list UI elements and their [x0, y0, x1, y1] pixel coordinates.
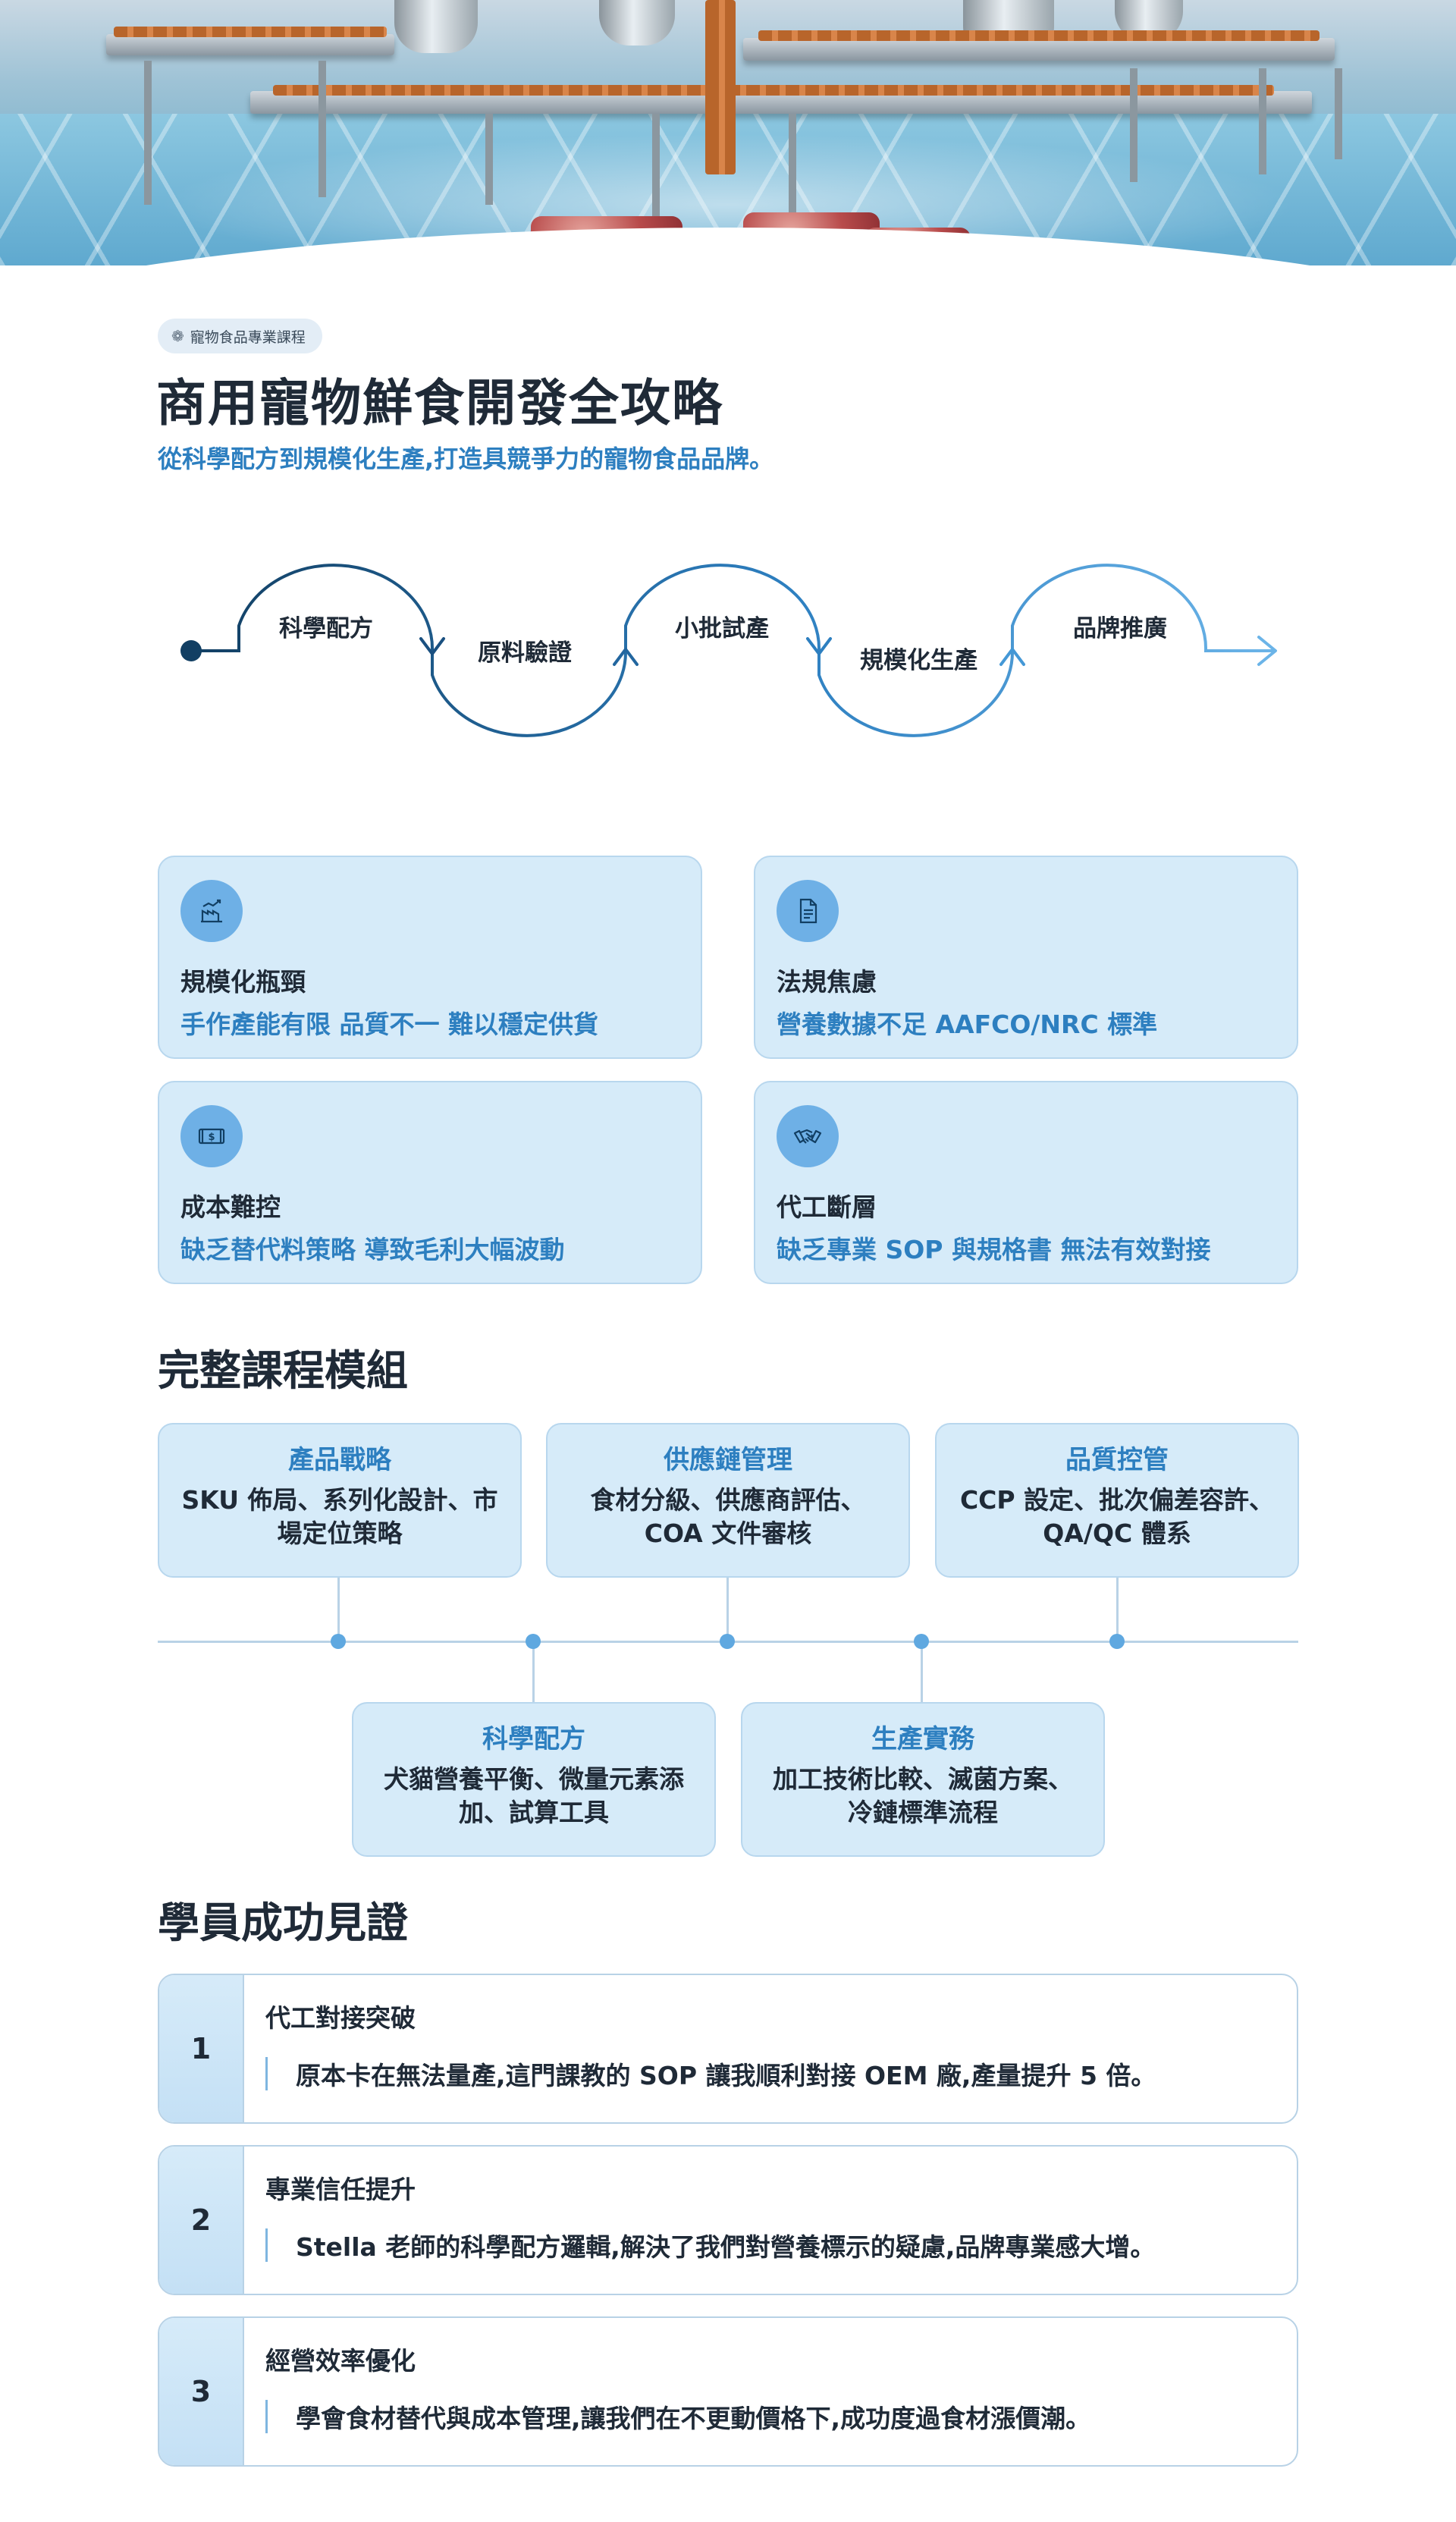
process-flow-curve — [180, 564, 1277, 737]
testimonial-quote: 學會食材替代與成本管理,讓我們在不更動價格下,成功度過食材漲價潮。 — [296, 2404, 1091, 2433]
flow-end-arrow — [1257, 636, 1277, 666]
handshake-icon — [777, 1105, 839, 1167]
hero-image — [0, 0, 1456, 265]
quote-bar — [265, 2228, 268, 2262]
timeline-dot — [331, 1634, 346, 1649]
pain-desc: 缺乏專業 SOP 與規格書 無法有效對接 — [777, 1235, 1211, 1264]
testimonial-number: 2 — [159, 2147, 244, 2294]
money-icon: $ — [180, 1105, 243, 1167]
pain-desc: 手作產能有限 品質不一 難以穩定供貨 — [180, 1010, 598, 1039]
module-title: 生產實務 — [871, 1724, 974, 1754]
pain-title: 成本難控 — [180, 1192, 281, 1222]
timeline-dot — [1109, 1634, 1125, 1649]
pain-card-cost: $ 成本難控 缺乏替代料策略 導致毛利大幅波動 — [158, 1081, 702, 1284]
module-title: 科學配方 — [482, 1724, 585, 1754]
document-icon — [777, 880, 839, 942]
pain-title: 法規焦慮 — [777, 967, 877, 997]
flow-arrow-1 — [419, 637, 445, 655]
page-title: 商用寵物鮮食開發全攻略 — [156, 374, 723, 432]
flow-step-label: 原料驗證 — [478, 639, 572, 667]
module-card: 生產實務 加工技術比較、滅菌方案、冷鏈標準流程 — [741, 1702, 1105, 1857]
timeline-dot — [914, 1634, 929, 1649]
timeline-dot — [526, 1634, 541, 1649]
flow-arrow-4 — [999, 648, 1025, 666]
testimonial-quote: 原本卡在無法量產,這門課教的 SOP 讓我順利對接 OEM 廠,產量提升 5 倍… — [296, 2061, 1156, 2090]
testimonial-card: 3 經營效率優化 學會食材替代與成本管理,讓我們在不更動價格下,成功度過食材漲價… — [158, 2316, 1298, 2467]
testimonial-card: 2 專業信任提升 Stella 老師的科學配方邏輯,解決了我們對營養標示的疑慮,… — [158, 2145, 1298, 2295]
flow-step-label: 規模化生產 — [860, 647, 977, 674]
testimonial-title: 經營效率優化 — [265, 2346, 416, 2376]
module-desc: SKU 佈局、系列化設計、市場定位策略 — [181, 1485, 498, 1548]
flow-arrow-3 — [806, 637, 832, 655]
pain-card-regulation: 法規焦慮 營養數據不足 AAFCO/NRC 標準 — [754, 856, 1298, 1059]
module-card: 供應鏈管理 食材分級、供應商評估、COA 文件審核 — [546, 1423, 910, 1578]
testimonial-number: 1 — [159, 1975, 244, 2122]
process-flow: 科學配方 原料驗證 小批試產 規模化生產 品牌推廣 — [167, 539, 1304, 789]
flow-step-label: 品牌推廣 — [1073, 615, 1167, 642]
flow-step-label: 科學配方 — [279, 615, 373, 642]
testimonial-title: 代工對接突破 — [265, 2003, 416, 2033]
pain-title: 代工斷層 — [777, 1192, 877, 1222]
module-title: 供應鏈管理 — [664, 1445, 792, 1475]
module-card: 產品戰略 SKU 佈局、系列化設計、市場定位策略 — [158, 1423, 522, 1578]
module-card: 品質控管 CCP 設定、批次偏差容許、QA/QC 體系 — [935, 1423, 1299, 1578]
testimonial-number: 3 — [159, 2318, 244, 2465]
paw-icon: ❁ — [171, 327, 184, 345]
course-badge: ❁ 寵物食品專業課程 — [158, 319, 322, 353]
flow-arrow-2 — [613, 648, 639, 666]
pain-card-scaling: 規模化瓶頸 手作產能有限 品質不一 難以穩定供貨 — [158, 856, 702, 1059]
pain-title: 規模化瓶頸 — [180, 967, 306, 997]
testimonials-title: 學員成功見證 — [158, 1899, 409, 1947]
module-desc: CCP 設定、批次偏差容許、QA/QC 體系 — [959, 1485, 1275, 1548]
testimonial-quote: Stella 老師的科學配方邏輯,解決了我們對營養標示的疑慮,品牌專業感大增。 — [296, 2232, 1156, 2262]
modules-title: 完整課程模組 — [158, 1346, 409, 1395]
quote-bar — [265, 2057, 268, 2090]
factory-chart-icon — [180, 880, 243, 942]
svg-text:$: $ — [208, 1132, 215, 1143]
quote-bar — [265, 2400, 268, 2433]
badge-label: 寵物食品專業課程 — [190, 328, 306, 346]
pain-desc: 缺乏替代料策略 導致毛利大幅波動 — [180, 1235, 565, 1264]
page-subtitle: 從科學配方到規模化生產,打造具競爭力的寵物食品品牌。 — [158, 444, 774, 473]
module-title: 產品戰略 — [288, 1445, 391, 1475]
flow-step-label: 小批試產 — [675, 615, 769, 642]
module-desc: 犬貓營養平衡、微量元素添加、試算工具 — [384, 1764, 684, 1827]
module-desc: 加工技術比較、滅菌方案、冷鏈標準流程 — [773, 1764, 1073, 1827]
pain-desc: 營養數據不足 AAFCO/NRC 標準 — [777, 1010, 1158, 1039]
module-title: 品質控管 — [1065, 1445, 1169, 1475]
timeline-dot — [720, 1634, 735, 1649]
testimonial-card: 1 代工對接突破 原本卡在無法量產,這門課教的 SOP 讓我順利對接 OEM 廠… — [158, 1974, 1298, 2124]
module-desc: 食材分級、供應商評估、COA 文件審核 — [590, 1485, 866, 1548]
pain-card-oem: 代工斷層 缺乏專業 SOP 與規格書 無法有效對接 — [754, 1081, 1298, 1284]
module-card: 科學配方 犬貓營養平衡、微量元素添加、試算工具 — [352, 1702, 716, 1857]
testimonial-title: 專業信任提升 — [265, 2175, 416, 2204]
